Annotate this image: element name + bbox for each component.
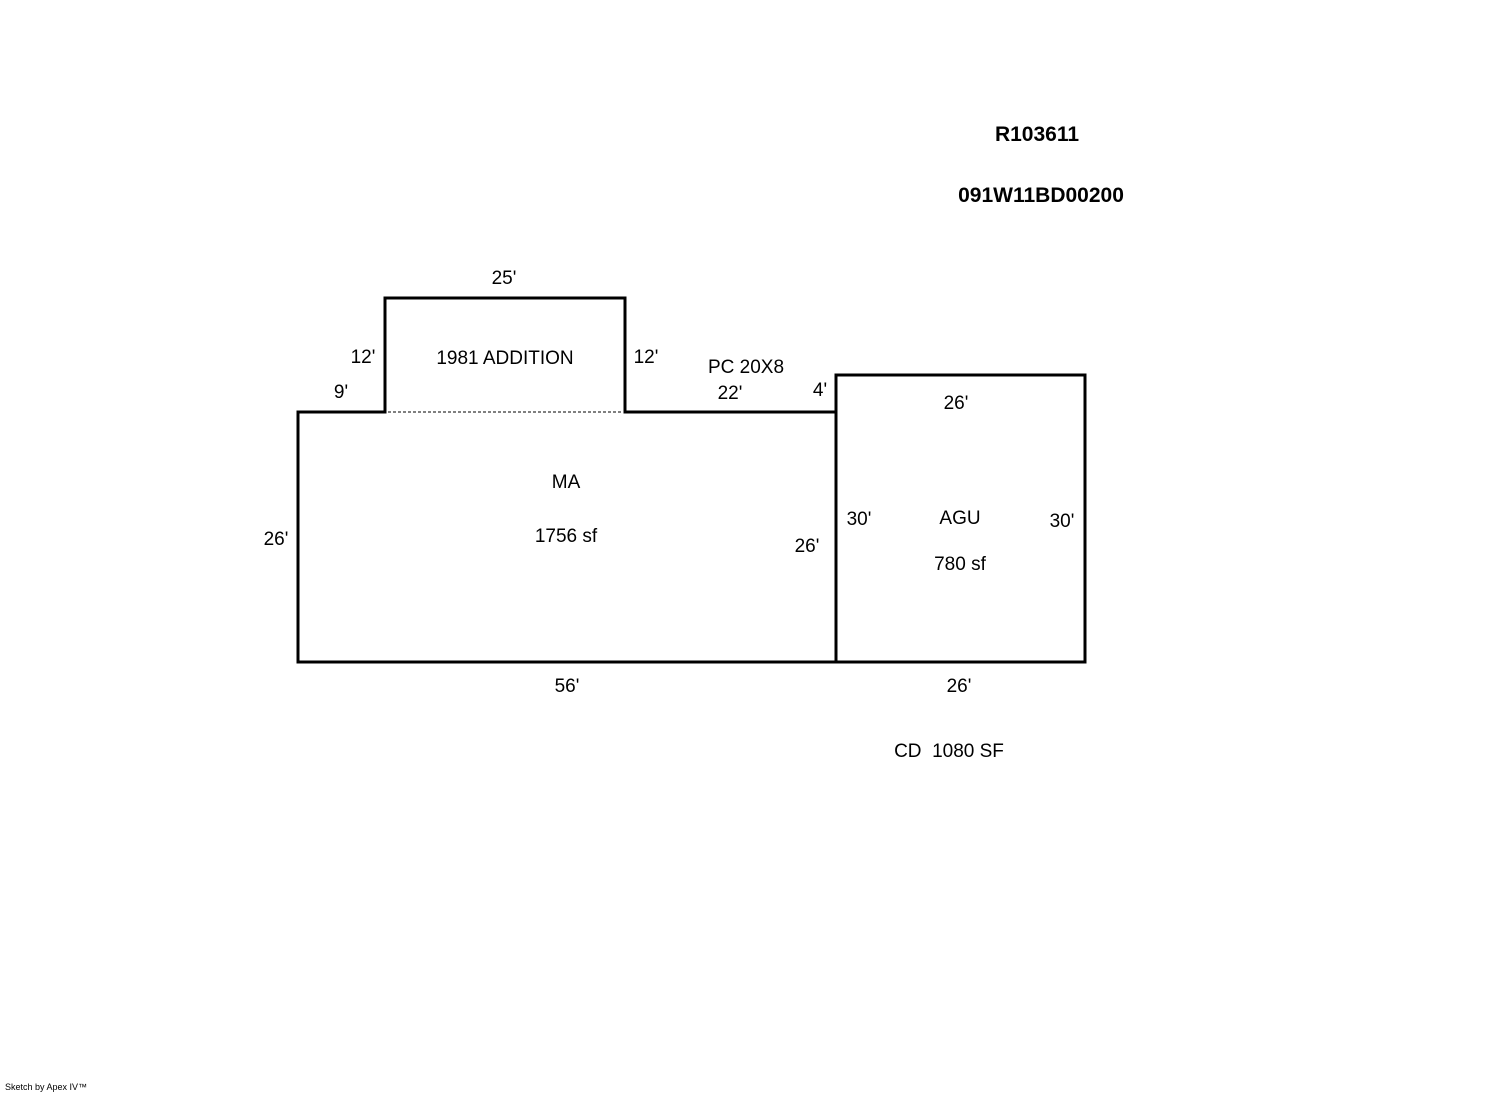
- parcel-id: R103611: [995, 123, 1079, 146]
- map-number: 091W11BD00200: [958, 184, 1124, 207]
- addition-label: 1981 ADDITION: [436, 348, 573, 369]
- dim-garage-bottom: 26': [947, 676, 972, 697]
- dim-main-right: 26': [795, 536, 820, 557]
- dim-addition-top: 25': [492, 268, 517, 289]
- garage-outline: [834, 373, 1087, 664]
- dim-garage-top: 26': [944, 393, 969, 414]
- dim-addition-right: 12': [634, 347, 659, 368]
- main-area-label: MA: [552, 472, 581, 493]
- dim-garage-offset: 4': [813, 380, 827, 401]
- dim-addition-left: 12': [351, 347, 376, 368]
- garage-area-size: 780 sf: [934, 554, 986, 575]
- main-house-outline: [296, 296, 838, 664]
- dim-main-left: 26': [264, 529, 289, 550]
- dim-main-bottom: 56': [555, 676, 580, 697]
- dim-porch-span: 22': [718, 383, 743, 404]
- main-area-size: 1756 sf: [535, 526, 598, 547]
- deck-label: CD 1080 SF: [894, 741, 1004, 762]
- sketch-credit: Sketch by Apex IV™: [5, 1082, 87, 1092]
- dim-garage-left: 30': [847, 509, 872, 530]
- porch-label: PC 20X8: [708, 357, 784, 378]
- garage-label: AGU: [939, 508, 980, 529]
- dim-garage-right: 30': [1050, 511, 1075, 532]
- dim-main-step-left: 9': [334, 382, 348, 403]
